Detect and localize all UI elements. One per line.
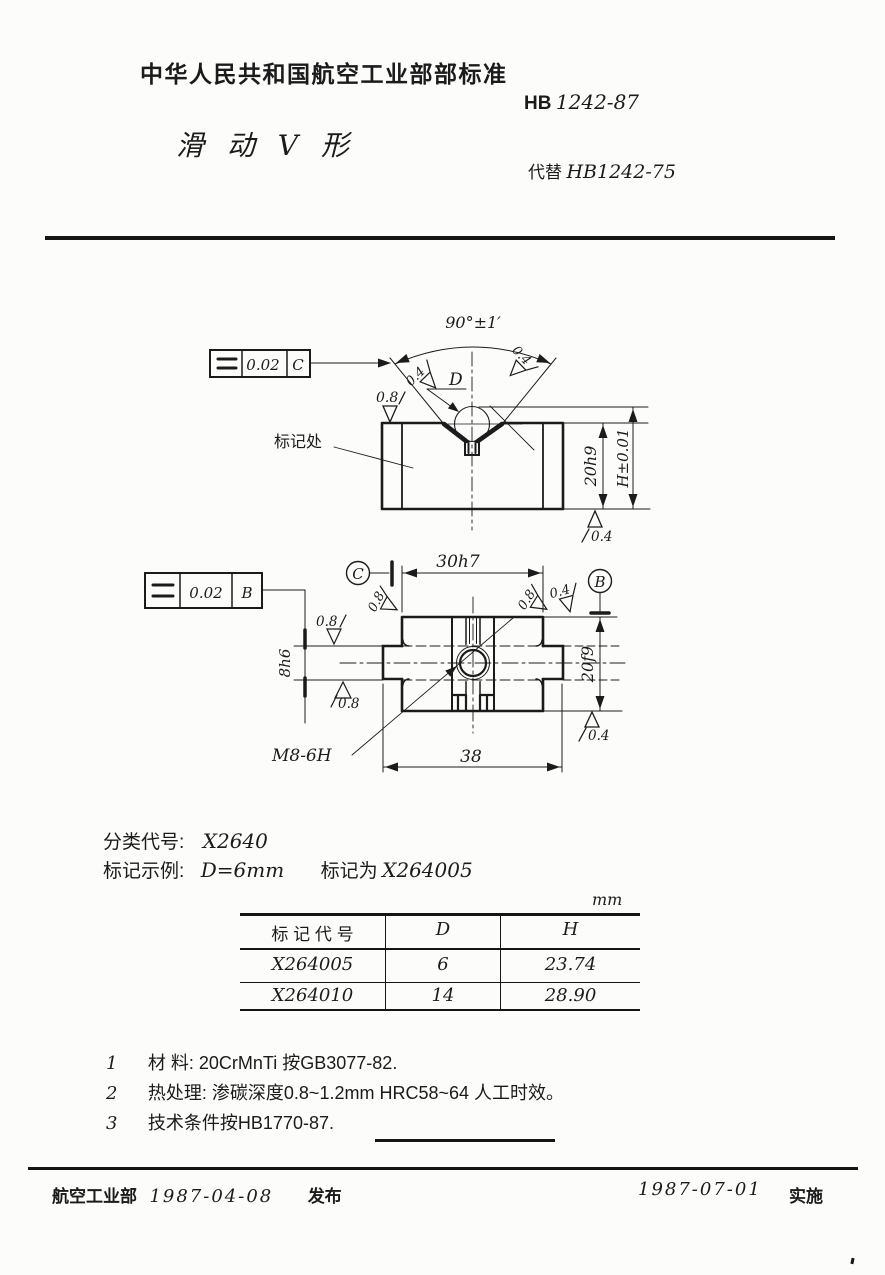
roughness-icon: [558, 582, 577, 614]
datum-c-label: C: [352, 565, 364, 583]
fcf-front-datum: C: [292, 356, 304, 374]
table-row-d: 6: [437, 954, 449, 975]
parallelism-icon: [216, 357, 238, 370]
classification-code: X2640: [202, 829, 268, 853]
thread-callout-label: M8-6H: [271, 746, 333, 766]
col-header-code: 标 记 代 号: [271, 925, 354, 944]
datum-b-label: B: [593, 573, 605, 591]
roughness-icon: [581, 509, 603, 543]
table-units: mm: [592, 890, 623, 909]
roughness-icon: [529, 583, 548, 610]
marking-result-label: 标记为: [320, 861, 378, 882]
col-header-h: H: [562, 919, 579, 940]
parallelism-icon: [151, 583, 175, 598]
dim-20f9-label: 20f9: [578, 646, 597, 683]
note-text: 技术条件按HB1770-87.: [147, 1113, 334, 1133]
roughness-icon: [382, 391, 406, 424]
table-row-h: 28.90: [544, 985, 597, 1006]
roughness-tongue-bottom-label: 0.8: [338, 696, 360, 712]
fcf-front-tolerance: 0.02: [246, 356, 279, 374]
angle-dim-label: 90°±1′: [445, 313, 501, 332]
roughness-icon: [379, 585, 399, 611]
front-view: 90°±1′ 0.02 C 0.8 0.4 0.4 0.4 D 标记处 20h9…: [209, 313, 651, 545]
marking-example-line: 标记示例: D=6mm 标记为 X264005: [103, 856, 473, 883]
header-rule: [45, 236, 835, 240]
classification-line: 分类代号: X2640: [103, 827, 268, 854]
standard-number: HB 1242-87: [524, 90, 639, 115]
fcf-front: [209, 349, 391, 378]
note-number: 1: [106, 1053, 118, 1074]
roughness-icon: [509, 359, 539, 377]
note-text: 热处理: 渗碳深度0.8~1.2mm HRC58~64 人工时效。: [147, 1083, 565, 1103]
footer-impl-label: 实施: [789, 1187, 823, 1206]
table-border: [240, 948, 640, 950]
footer-rule: [28, 1167, 858, 1170]
note-line: 3 技术条件按HB1770-87.: [106, 1109, 334, 1135]
roughness-tongue-top-label: 0.8: [316, 614, 338, 630]
standard-prefix: HB: [524, 93, 552, 114]
end-rule: [375, 1139, 555, 1142]
dim-20h9-label: 20h9: [581, 446, 600, 488]
classification-label: 分类代号:: [103, 832, 185, 853]
standard-no: 1242-87: [555, 90, 640, 114]
roughness-icon: [419, 359, 437, 389]
table-border: [240, 913, 640, 916]
marking-example-condition: D=6mm: [200, 858, 285, 882]
table-border: [240, 982, 640, 984]
plan-view: 0.02 B C B 30h7 38 8h6 20f9 M8-6H 0.8 0.…: [144, 552, 626, 773]
footer-issue-date: 1987-04-08: [149, 1186, 274, 1207]
marking-result-value: X264005: [382, 858, 473, 882]
table-row-d: 14: [431, 985, 455, 1006]
footer-issue-label: 发布: [307, 1187, 342, 1206]
table-border: [385, 913, 387, 1011]
roughness-icon: [330, 680, 352, 708]
size-table: 标 记 代 号 D H X264005 6 23.74 X264010 14 2…: [240, 913, 640, 1011]
roughness-bottom-right-label: 0.4: [588, 728, 609, 744]
note-line: 1 材 料: 20CrMnTi 按GB3077-82.: [106, 1049, 397, 1075]
roughness-icon: [578, 710, 601, 742]
table-row-h: 23.74: [544, 954, 597, 975]
dim-30h7-label: 30h7: [436, 552, 480, 572]
dimension-arrows-front: [378, 353, 638, 507]
table-row-code: X264005: [271, 954, 354, 975]
marking-example-label: 标记示例:: [103, 861, 185, 882]
dim-H-label: H±0.01: [614, 428, 632, 488]
fcf-plan: [144, 572, 263, 609]
note-number: 3: [106, 1113, 118, 1134]
replaces-no: HB1242-75: [566, 161, 676, 183]
roughness-flank-right-label: 0.4: [509, 343, 534, 368]
table-border: [240, 1008, 640, 1011]
gauge-dia-label: D: [448, 370, 463, 390]
roughness-icon: [326, 614, 347, 646]
table-border: [500, 913, 502, 1011]
footer-issuer: 航空工业部: [52, 1187, 137, 1206]
dim-8h6-label: 8h6: [276, 648, 294, 677]
marking-note-label: 标记处: [274, 433, 322, 451]
footer-left: 航空工业部 1987-04-08 发布: [52, 1182, 342, 1207]
table-row-code: X264010: [271, 985, 354, 1006]
footer-impl-date: 1987-07-01: [638, 1179, 762, 1200]
replaces-label: 代替: [528, 163, 562, 182]
note-line: 2 热处理: 渗碳深度0.8~1.2mm HRC58~64 人工时效。: [106, 1079, 564, 1105]
page-title: 滑 动 V 形: [176, 129, 356, 162]
col-header-d: D: [435, 919, 451, 940]
dimension-arrows-plan: [385, 568, 605, 772]
roughness-flank-left-label: 0.4: [403, 364, 428, 389]
replaces-line: 代替 HB1242-75: [528, 158, 676, 183]
roughness-top-label: 0.8: [376, 390, 398, 406]
roughness-top-right-label: 0.4: [548, 582, 572, 602]
fcf-plan-datum: B: [240, 584, 252, 602]
ministry-title: 中华人民共和国航空工业部部标准: [140, 61, 508, 87]
dim-38-label: 38: [460, 747, 482, 767]
roughness-bottom-label: 0.4: [591, 529, 612, 545]
note-number: 2: [106, 1083, 118, 1104]
fcf-plan-tolerance: 0.02: [189, 584, 222, 602]
note-text: 材 料: 20CrMnTi 按GB3077-82.: [147, 1053, 398, 1073]
